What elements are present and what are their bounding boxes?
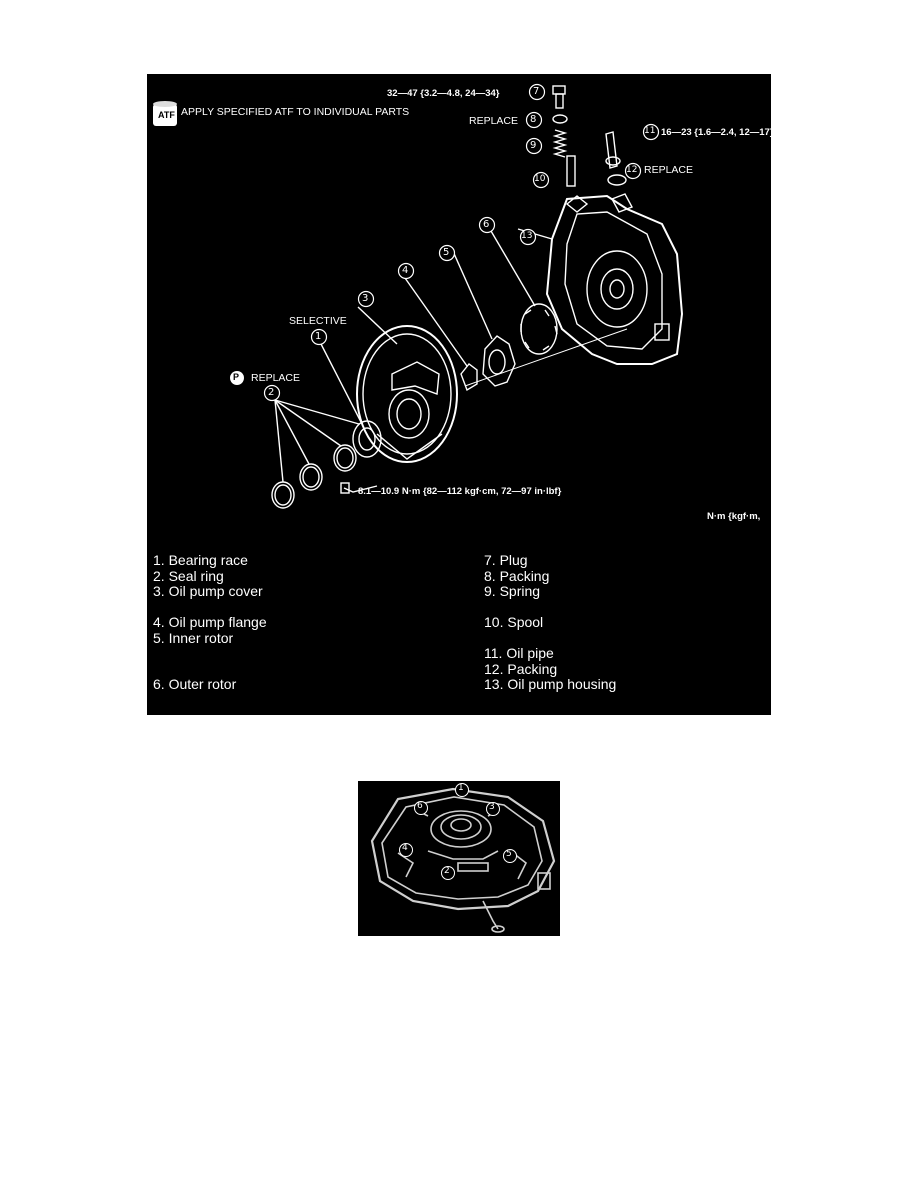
legend-item: 10. Spool — [484, 614, 544, 630]
atf-badge-label: ATF — [158, 110, 175, 120]
unit-note: N·m {kgf·m, — [707, 511, 761, 522]
seal-ring-replace-note: REPLACE — [251, 372, 301, 384]
photo-callout-5: 5 — [506, 849, 512, 859]
callout-6: 6 — [483, 219, 490, 230]
plug-torque: 32—47 {3.2—4.8, 24—34} — [387, 88, 500, 99]
photo-callout-1: 1 — [458, 783, 464, 793]
callout-2: 2 — [268, 387, 275, 398]
callout-10: 10 — [534, 174, 546, 184]
callout-7: 7 — [533, 86, 540, 97]
photo-callout-2: 2 — [444, 866, 450, 876]
legend-item — [484, 600, 616, 616]
legend-item: 9. Spring — [484, 583, 541, 599]
photo-callout-4: 4 — [402, 843, 408, 853]
pipe-torque: 16—23 {1.6—2.4, 12—17} — [661, 127, 771, 138]
legend-item: 13. Oil pump housing — [484, 676, 617, 692]
callout-9: 9 — [530, 140, 537, 151]
legend-item: 12. Packing — [484, 660, 558, 677]
packing-replace-note: REPLACE — [469, 115, 519, 127]
exploded-view-diagram: ATF APPLY SPECIFIED ATF TO INDIVIDUAL PA… — [147, 74, 771, 715]
photo-callout-3: 3 — [489, 802, 495, 812]
legend-item: 1. Bearing race — [153, 552, 248, 568]
legend-item: 7. Plug — [484, 552, 528, 568]
legend-item — [153, 646, 267, 662]
legend-item — [153, 662, 267, 678]
p-badge-icon — [230, 371, 244, 385]
legend-item: 4. Oil pump flange — [153, 614, 267, 630]
assembled-pump-drawing — [370, 783, 556, 933]
legend-item: 2. Seal ring — [153, 567, 224, 584]
callout-11: 11 — [644, 126, 656, 136]
packing-12-replace-note: REPLACE — [644, 164, 694, 176]
callout-12: 12 — [626, 165, 638, 175]
callout-3: 3 — [362, 293, 369, 304]
legend-item: 3. Oil pump cover — [153, 583, 263, 599]
callout-5: 5 — [443, 247, 450, 258]
photo-callout-6: 6 — [417, 801, 423, 811]
callout-1: 1 — [315, 331, 322, 342]
oil-pump-exploded-drawing — [153, 83, 684, 509]
atf-note: APPLY SPECIFIED ATF TO INDIVIDUAL PARTS — [181, 106, 410, 118]
assembled-pump-photo: 1 2 3 4 5 6 — [358, 781, 560, 936]
parts-legend-left: 1. Bearing race 2. Seal ring 3. Oil pump… — [153, 552, 267, 693]
legend-item: 11. Oil pipe — [484, 645, 554, 661]
bolt-torque: 8.1—10.9 N·m {82—112 kgf·cm, 72—97 in·lb… — [358, 486, 562, 497]
selective-note: SELECTIVE — [289, 315, 347, 327]
legend-item: 8. Packing — [484, 567, 550, 584]
legend-item — [153, 600, 267, 616]
legend-item — [484, 631, 616, 647]
legend-item: 5. Inner rotor — [153, 629, 234, 646]
legend-item: 6. Outer rotor — [153, 676, 237, 692]
callout-8: 8 — [530, 114, 537, 125]
callout-4: 4 — [402, 265, 409, 276]
callout-13: 13 — [521, 231, 533, 241]
p-badge-label: P — [233, 372, 240, 382]
atf-can-icon — [153, 101, 177, 126]
parts-legend-right: 7. Plug 8. Packing 9. Spring 10. Spool 1… — [484, 552, 617, 693]
